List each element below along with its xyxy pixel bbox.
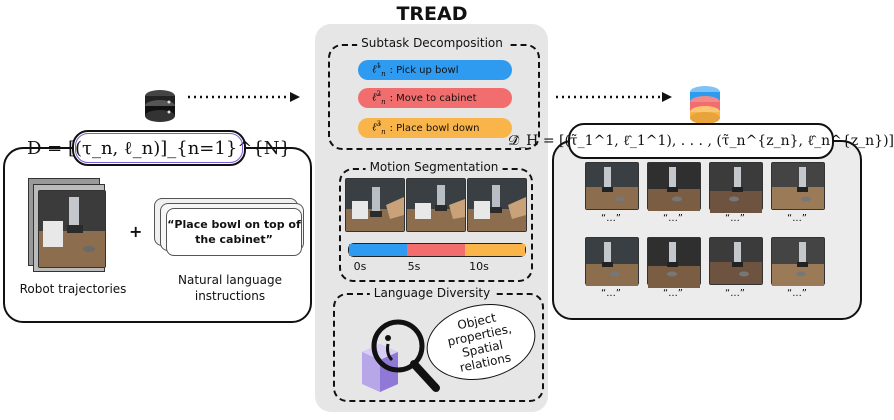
output-sample-image xyxy=(709,237,763,285)
output-sample-image xyxy=(647,162,701,211)
output-sample-caption: “...” xyxy=(787,288,807,299)
timeline-tick-5s: 5s xyxy=(407,260,421,273)
motion-frame-1 xyxy=(345,178,405,232)
database-icon xyxy=(145,90,175,122)
subtask-pill-2: ℓ̃2n : Move to cabinet xyxy=(358,88,512,108)
output-sample-caption: “...” xyxy=(601,288,621,299)
subtask-text: : Move to cabinet xyxy=(389,92,477,104)
subtask-symbol: ℓ̃2n xyxy=(372,90,386,106)
subtask-text: : Place bowl down xyxy=(389,122,480,134)
output-sample-image xyxy=(585,162,639,210)
output-sample-image xyxy=(771,237,825,286)
motion-label: Motion Segmentation xyxy=(365,160,503,174)
diagram-title: TREAD xyxy=(396,3,468,25)
subtask-text: : Pick up bowl xyxy=(389,64,459,76)
subtask-symbol: ℓ̃3n xyxy=(372,120,386,136)
plus-sign: + xyxy=(129,222,143,241)
subtask-label: Subtask Decomposition xyxy=(357,36,507,50)
motion-frame-2 xyxy=(406,178,466,232)
output-sample-caption: “...” xyxy=(663,213,683,224)
diversity-bubble-text: Object properties, Spatial relations xyxy=(446,310,513,375)
magnifier-cube-icon xyxy=(362,319,440,392)
output-sample-caption: “...” xyxy=(663,288,683,299)
trajectory-frame xyxy=(38,190,106,268)
output-formula: 𝒟̂_H = [(τ̃_1^1, ℓ̂_1^1), . . . , (τ̃_n^… xyxy=(508,123,894,159)
caption-natural-language: Natural language instructions xyxy=(178,273,282,303)
timeline-segment-1 xyxy=(349,244,408,256)
arrow-tread-to-output xyxy=(556,92,672,102)
timeline-tick-0s: 0s xyxy=(353,260,367,273)
output-sample-image xyxy=(647,237,701,288)
timeline-tick-10s: 10s xyxy=(469,260,489,273)
instruction-text: “Place bowl on top of the cabinet” xyxy=(167,218,301,246)
output-sample-image xyxy=(585,237,639,286)
motion-frame-3 xyxy=(467,178,527,232)
output-sample-caption: “...” xyxy=(725,213,745,224)
output-sample-caption: “...” xyxy=(787,213,807,224)
motion-timeline xyxy=(348,243,526,257)
output-sample-caption: “...” xyxy=(601,213,621,224)
caption-robot-trajectories: Robot trajectories xyxy=(19,282,127,296)
robot-scene-image xyxy=(468,179,526,231)
dataset-formula: D = [(τ_n, ℓ_n)]_{n=1}^{N} xyxy=(27,130,291,166)
output-sample-caption: “...” xyxy=(725,288,745,299)
timeline-segment-3 xyxy=(465,244,525,256)
diversity-label: Language Diversity xyxy=(369,286,495,300)
subtask-symbol: ℓ̃1n xyxy=(372,62,386,78)
robot-scene-image xyxy=(407,179,465,231)
arrow-input-to-tread xyxy=(188,92,300,102)
robot-scene-image xyxy=(346,179,404,231)
robot-scene-image xyxy=(39,191,105,267)
output-sample-image xyxy=(771,162,825,210)
subtask-pill-1: ℓ̃1n : Pick up bowl xyxy=(358,60,512,80)
output-sample-image xyxy=(709,162,763,213)
colored-database-icon xyxy=(690,86,720,124)
timeline-segment-2 xyxy=(407,244,466,256)
subtask-pill-3: ℓ̃3n : Place bowl down xyxy=(358,118,512,138)
instruction-card: “Place bowl on top of the cabinet” xyxy=(166,208,302,256)
